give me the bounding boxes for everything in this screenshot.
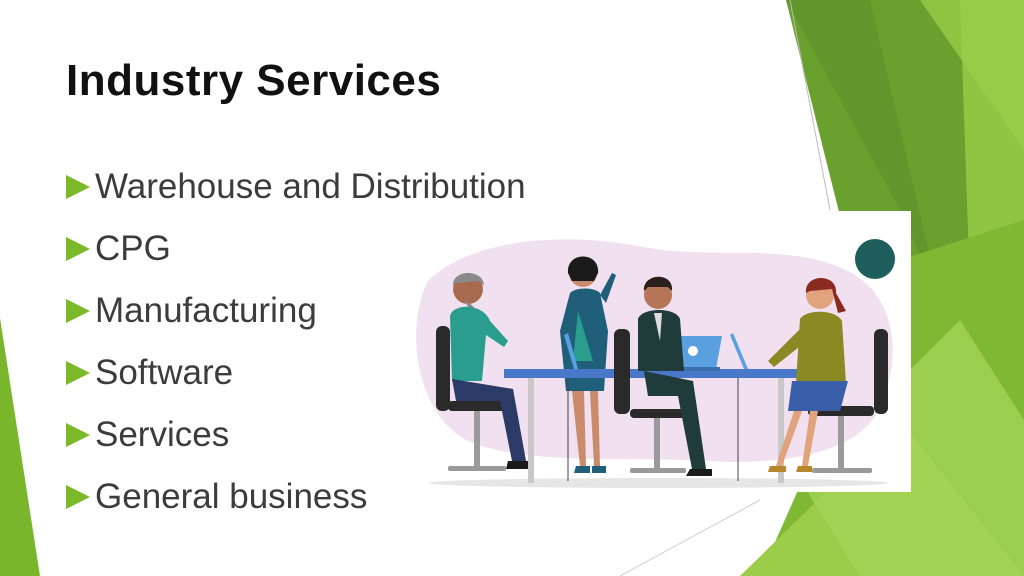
- bullet-text: Services: [95, 415, 230, 454]
- team-meeting-illustration: [408, 211, 911, 492]
- triangle-bullet-icon: [66, 423, 90, 447]
- triangle-bullet-icon: [66, 237, 90, 261]
- triangle-bullet-icon: [66, 299, 90, 323]
- bullet-text: General business: [95, 477, 368, 516]
- triangle-bullet-icon: [66, 175, 90, 199]
- triangle-bullet-icon: [66, 361, 90, 385]
- bullet-item: Warehouse and Distribution: [66, 156, 526, 218]
- bullet-text: Manufacturing: [95, 291, 317, 330]
- bullet-text: CPG: [95, 229, 171, 268]
- triangle-bullet-icon: [66, 485, 90, 509]
- bullet-text: Software: [95, 353, 234, 392]
- bullet-list: Warehouse and Distribution CPG Manufactu…: [66, 156, 526, 528]
- bullet-text: Warehouse and Distribution: [95, 167, 526, 206]
- slide-title: Industry Services: [66, 56, 442, 105]
- bullet-item: Manufacturing: [66, 280, 526, 342]
- bullet-item: Services: [66, 404, 526, 466]
- bullet-item: CPG: [66, 218, 526, 280]
- bullet-item: General business: [66, 466, 526, 528]
- bullet-item: Software: [66, 342, 526, 404]
